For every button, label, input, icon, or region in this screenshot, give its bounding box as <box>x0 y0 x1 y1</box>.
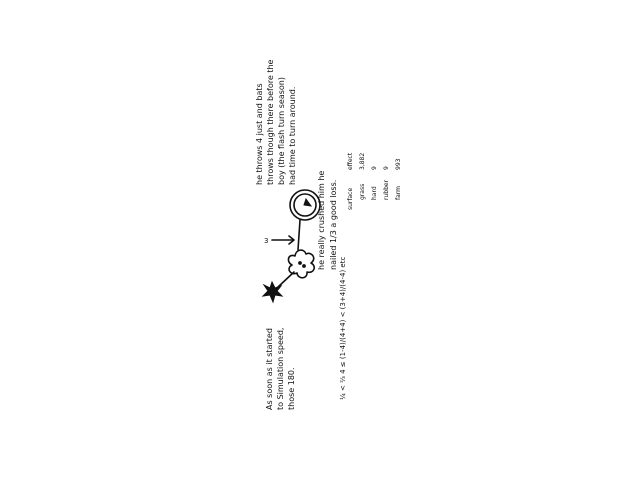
formula-text: ¼ < ⅔ 4 ≤ (1-4)/(4+4) < (3+4)/(4-4) etc <box>339 257 347 400</box>
table-row-4-label: farm <box>395 186 402 200</box>
note-bottom-left-line-1: As soon as it started <box>265 328 274 410</box>
note-middle-right-line-2: nailed 1/3 a good loss. <box>329 180 338 270</box>
arrow-label: 3 <box>264 237 268 245</box>
trajectory-line <box>278 272 294 287</box>
note-top-right: he throws 4 just and bats throws though … <box>255 59 297 185</box>
table-row-2-value: 9 <box>371 166 378 170</box>
surface-table: surface effect grass 3,882 hard 9 rubber… <box>347 152 402 210</box>
note-top-right-line-3: boy (the flash turn season) <box>277 77 286 185</box>
note-bottom-left: As soon as it started to Simulation spee… <box>265 328 296 410</box>
stem-line <box>298 220 300 250</box>
note-middle-right: he really crushed him he nailed 1/3 a go… <box>317 171 338 270</box>
note-top-right-line-2: throws though there before the <box>266 59 275 185</box>
table-row-4-value: 993 <box>395 158 402 170</box>
blob-dot-1 <box>299 262 302 265</box>
table-row-3-value: 9 <box>383 166 390 170</box>
note-top-right-line-4: had time to turn around. <box>288 87 297 185</box>
formula: ¼ < ⅔ 4 ≤ (1-4)/(4+4) < (3+4)/(4-4) etc <box>339 257 347 400</box>
table-row-1-label: grass <box>359 184 366 200</box>
note-middle-right-line-1: he really crushed him he <box>317 171 326 270</box>
note-top-right-line-1: he throws 4 just and bats <box>255 83 264 185</box>
diagram: 3 <box>263 190 320 302</box>
note-bottom-left-line-3: those 180. <box>287 367 296 410</box>
ball-marker-icon <box>304 199 311 206</box>
table-row-1-value: 3,882 <box>359 153 366 170</box>
blob-dot-2 <box>303 265 306 268</box>
table-row-3-label: rubber <box>383 179 390 200</box>
table-header-effect: effect <box>347 152 354 170</box>
table-row-2-label: hard <box>371 186 378 200</box>
note-bottom-left-line-2: to Simulation speed, <box>276 328 285 410</box>
table-header-surface: surface <box>347 188 354 210</box>
